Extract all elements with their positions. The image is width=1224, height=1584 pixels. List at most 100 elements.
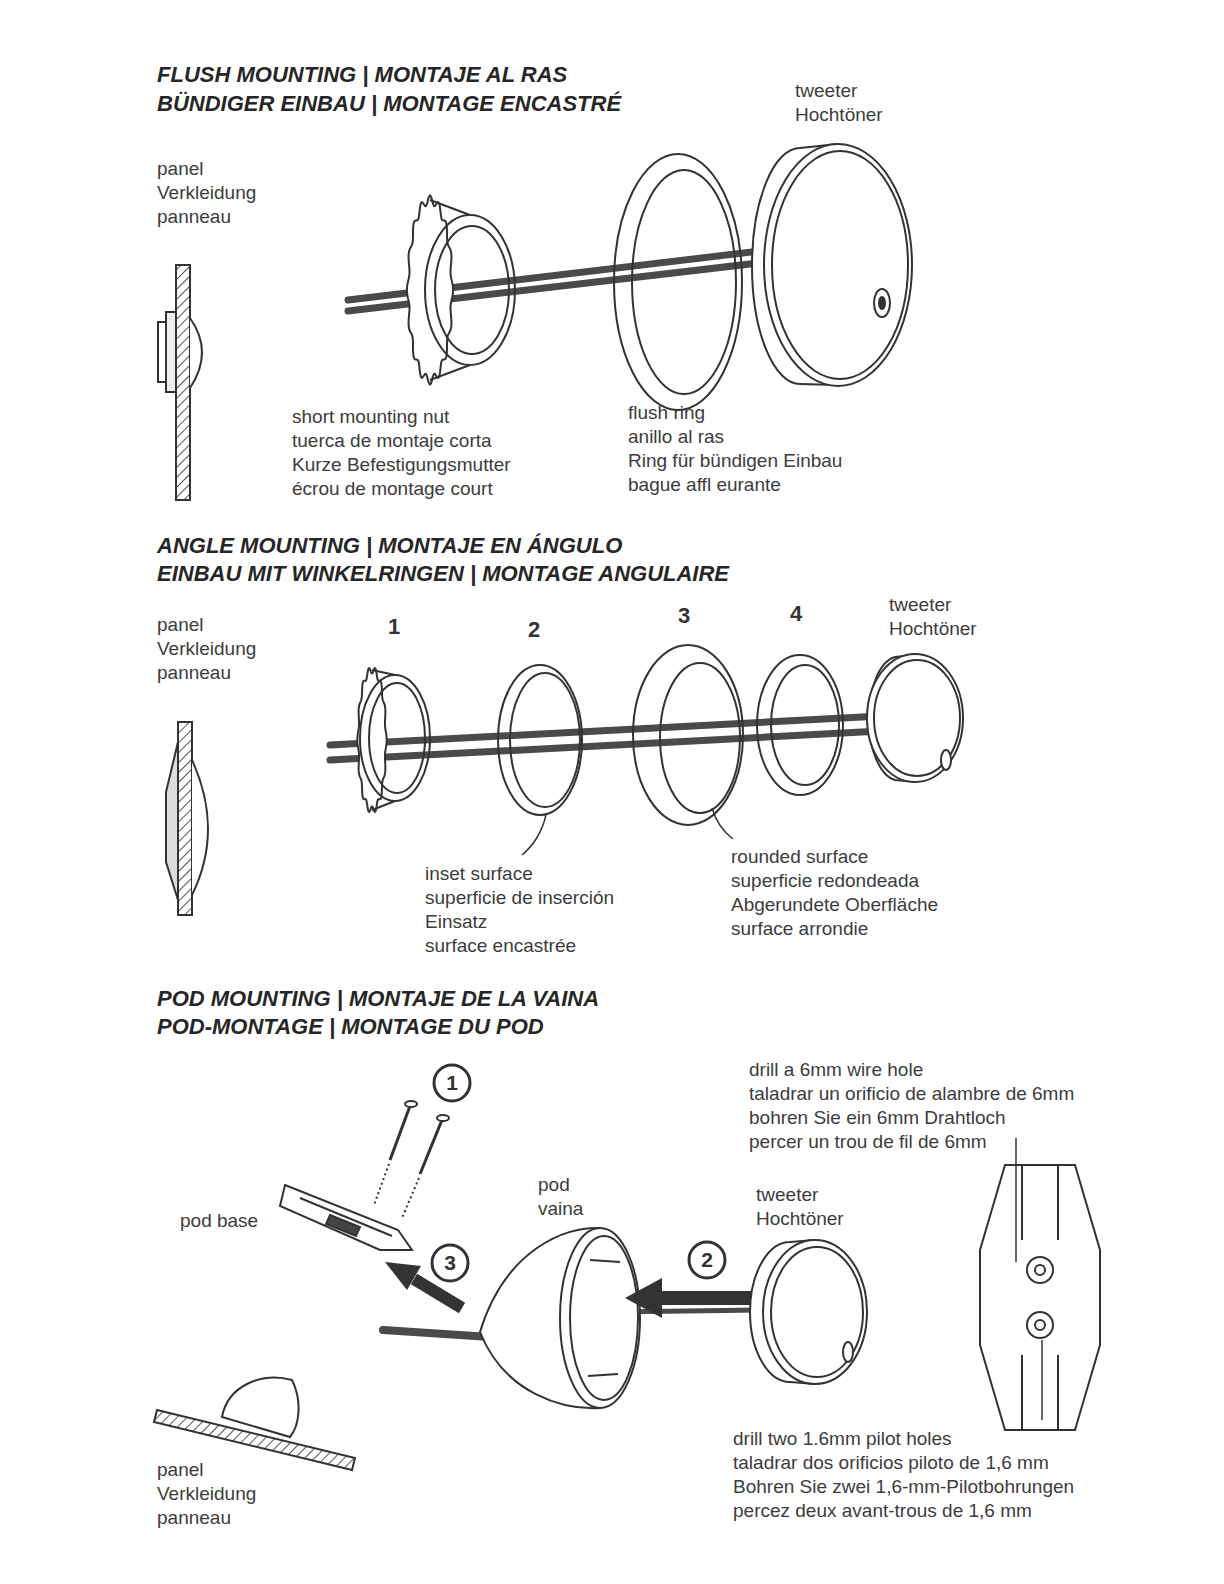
- leader-line: [522, 808, 733, 855]
- pod: [570, 1236, 638, 1400]
- short-mounting-nut: [430, 200, 470, 215]
- tweeter: [764, 144, 912, 386]
- step-circle: [432, 1245, 468, 1281]
- screw: [374, 1164, 389, 1205]
- pod: [588, 1260, 620, 1376]
- screw: [390, 1106, 410, 1160]
- part-label: rounded surface: [731, 845, 868, 868]
- section-heading: EINBAU MIT WINKELRINGEN | MONTAGE ANGULA…: [157, 560, 729, 588]
- part-label: short mounting nut: [292, 405, 449, 428]
- part-label: panneau: [157, 205, 231, 228]
- part-label: tweeter: [795, 79, 857, 102]
- part-label: surface encastrée: [425, 934, 576, 957]
- flush-ring: [614, 154, 742, 410]
- instruction-note: bohren Sie ein 6mm Drahtloch: [749, 1106, 1006, 1129]
- tweeter: [752, 144, 912, 386]
- flush-ring: [632, 170, 736, 394]
- step-arrow: [385, 1262, 421, 1290]
- pod-base-front-view: [1027, 1257, 1053, 1283]
- part-label: bague affl eurante: [628, 473, 781, 496]
- part-label: anillo al ras: [628, 425, 724, 448]
- part-label: Hochtöner: [889, 617, 977, 640]
- pod-base-front-view: [1027, 1312, 1053, 1338]
- part-label: surface arrondie: [731, 917, 868, 940]
- pod-base: [280, 1185, 412, 1250]
- leader-line: [1016, 1138, 1042, 1420]
- part-label: panel: [157, 1458, 204, 1481]
- part-label: pod base: [180, 1209, 258, 1232]
- pod-base-front-view: [980, 1165, 1100, 1430]
- section-heading: POD MOUNTING | MONTAJE DE LA VAINA: [157, 985, 599, 1013]
- pod: [560, 1228, 640, 1408]
- angle-ring: [771, 665, 839, 785]
- step-arrow: [414, 1279, 462, 1308]
- screw: [405, 1101, 417, 1107]
- part-label: panneau: [157, 1506, 231, 1529]
- angle-ring: [633, 645, 743, 825]
- pod-base: [280, 1185, 412, 1250]
- part-label: écrou de montage court: [292, 477, 493, 500]
- step-circle: [689, 1242, 725, 1278]
- part-label: Hochtöner: [756, 1207, 844, 1230]
- section-heading: BÜNDIGER EINBAU | MONTAGE ENCASTRÉ: [157, 90, 621, 118]
- tweeter: [874, 660, 960, 776]
- mounting-nut: [372, 801, 395, 810]
- angle-ring: [660, 663, 740, 813]
- part-label: panel: [157, 157, 204, 180]
- section-heading: FLUSH MOUNTING | MONTAJE AL RAS: [157, 61, 567, 89]
- leader-line: [1015, 1138, 1017, 1262]
- step-circle: [434, 1065, 470, 1101]
- flush-side-view: [176, 265, 190, 500]
- tweeter: [772, 151, 908, 379]
- mounting-nut: [357, 668, 430, 812]
- short-mounting-nut: [425, 215, 515, 365]
- short-mounting-nut: [407, 196, 453, 385]
- tweeter: [874, 289, 890, 317]
- callout-number: 2: [528, 617, 540, 643]
- step-number: 1: [434, 1070, 470, 1096]
- step-arrow: [625, 1278, 755, 1318]
- angle-side-view: [166, 742, 178, 900]
- screw: [402, 1178, 419, 1218]
- tweeter: [771, 1247, 863, 1377]
- pod-base-front-view: [1035, 1265, 1045, 1275]
- part-label: superficie de inserción: [425, 886, 614, 909]
- mounting-nut: [360, 675, 430, 801]
- flush-side-view: [158, 265, 202, 500]
- angle-ring: [498, 665, 582, 815]
- angle-side-view: [166, 722, 208, 915]
- instruction-note: Bohren Sie zwei 1,6-mm-Pilotbohrungen: [733, 1475, 1074, 1498]
- step-arrow: [625, 1278, 662, 1318]
- pod-base-front-view: [1035, 1320, 1045, 1330]
- leader-line: [522, 815, 546, 855]
- flush-ring: [614, 154, 742, 410]
- part-label: panel: [157, 613, 204, 636]
- part-label: Verkleidung: [157, 181, 256, 204]
- screw: [437, 1115, 449, 1121]
- instruction-note: taladrar dos orificios piloto de 1,6 mm: [733, 1451, 1049, 1474]
- part-label: tuerca de montaje corta: [292, 429, 492, 452]
- tweeter: [843, 1342, 853, 1362]
- part-label: Verkleidung: [157, 637, 256, 660]
- flush-side-view: [190, 318, 202, 388]
- step-number: 2: [689, 1247, 725, 1273]
- angle-ring: [498, 665, 582, 815]
- part-label: tweeter: [889, 593, 951, 616]
- tweeter: [750, 1240, 867, 1384]
- wire: [330, 715, 900, 745]
- tweeter: [941, 750, 951, 770]
- part-label: Ring für bündigen Einbau: [628, 449, 842, 472]
- callout-number: 4: [790, 601, 802, 627]
- instruction-note: drill a 6mm wire hole: [749, 1058, 923, 1081]
- part-label: superficie redondeada: [731, 869, 919, 892]
- pod-base-front-view: [1022, 1165, 1058, 1430]
- pod-base: [326, 1215, 360, 1236]
- part-label: Einsatz: [425, 910, 487, 933]
- instruction-note: drill two 1.6mm pilot holes: [733, 1427, 952, 1450]
- short-mounting-nut: [430, 365, 470, 380]
- short-mounting-nut: [407, 196, 515, 385]
- instruction-note: percer un trou de fil de 6mm: [749, 1130, 987, 1153]
